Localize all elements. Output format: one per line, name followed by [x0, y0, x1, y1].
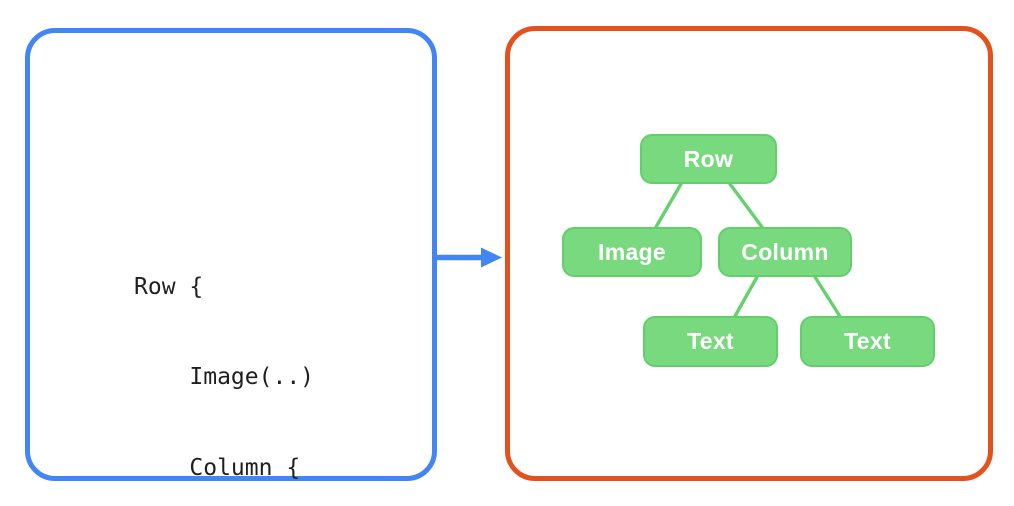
code-line: Image(..) — [134, 364, 315, 391]
code-panel: Row { Image(..) Column { Text(..) Text(.… — [25, 28, 437, 481]
code-line: Row { — [134, 273, 204, 300]
tree-node-image: Image — [562, 227, 702, 277]
code-line: Column { — [134, 455, 301, 482]
arrow-right-icon — [437, 247, 502, 268]
tree-node-row: Row — [640, 134, 777, 184]
code-block: Row { Image(..) Column { Text(..) Text(.… — [134, 211, 356, 506]
tree-node-column: Column — [718, 227, 852, 277]
tree-node-text-2: Text — [800, 316, 935, 367]
tree-node-text-1: Text — [643, 316, 778, 367]
